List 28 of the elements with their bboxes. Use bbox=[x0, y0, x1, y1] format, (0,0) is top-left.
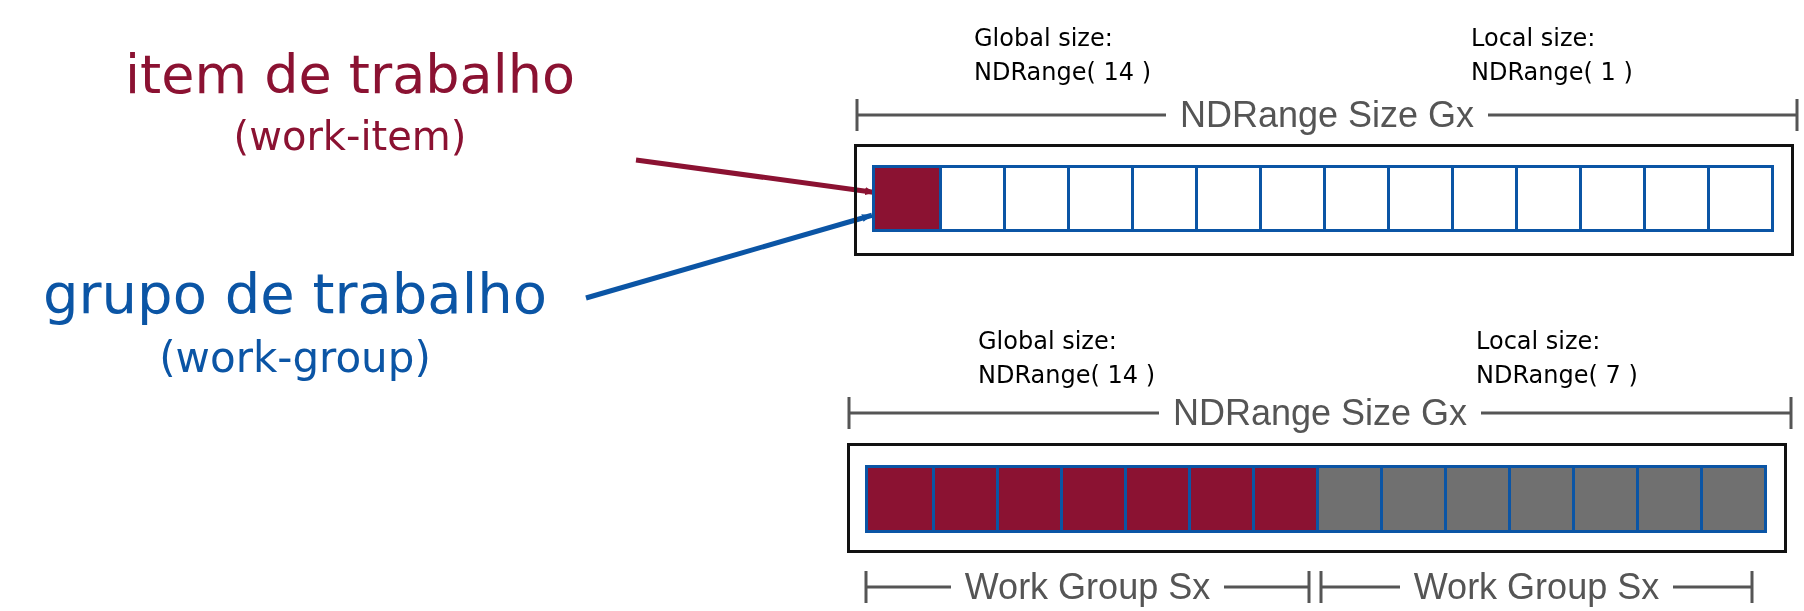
ndrange-box bbox=[847, 443, 1787, 553]
size-label: Global size: NDRange( 14 ) bbox=[974, 23, 1153, 88]
work-group-box bbox=[865, 465, 1767, 533]
term-label: grupo de trabalho bbox=[43, 260, 547, 328]
work-item-cell bbox=[1508, 468, 1572, 530]
work-item-cell bbox=[996, 468, 1060, 530]
work-group-box bbox=[872, 165, 1774, 232]
work-item-cell bbox=[1316, 468, 1380, 530]
size-label: Local size: NDRange( 1 ) bbox=[1471, 23, 1634, 88]
work-item-cell bbox=[1636, 468, 1700, 530]
work-item-cell bbox=[868, 468, 932, 530]
work-item-cell bbox=[1572, 468, 1636, 530]
work-item-cell bbox=[875, 168, 939, 229]
work-item-cell bbox=[1060, 468, 1124, 530]
size-label: Global size: NDRange( 14 ) bbox=[978, 326, 1157, 391]
work-item-cell bbox=[1444, 468, 1508, 530]
arrow bbox=[585, 212, 873, 301]
work-item-cell bbox=[932, 468, 996, 530]
size-label: Local size: NDRange( 7 ) bbox=[1476, 326, 1639, 391]
work-item-cell bbox=[1124, 468, 1188, 530]
work-item-cell bbox=[1252, 468, 1316, 530]
work-item-cell bbox=[1700, 468, 1764, 530]
work-item-cell bbox=[1380, 468, 1444, 530]
term-translation: (work-group) bbox=[159, 331, 431, 384]
term-translation: (work-item) bbox=[233, 112, 467, 162]
work-item-cell bbox=[1188, 468, 1252, 530]
term-label: item de trabalho bbox=[125, 42, 575, 108]
ndrange-box bbox=[854, 144, 1794, 256]
